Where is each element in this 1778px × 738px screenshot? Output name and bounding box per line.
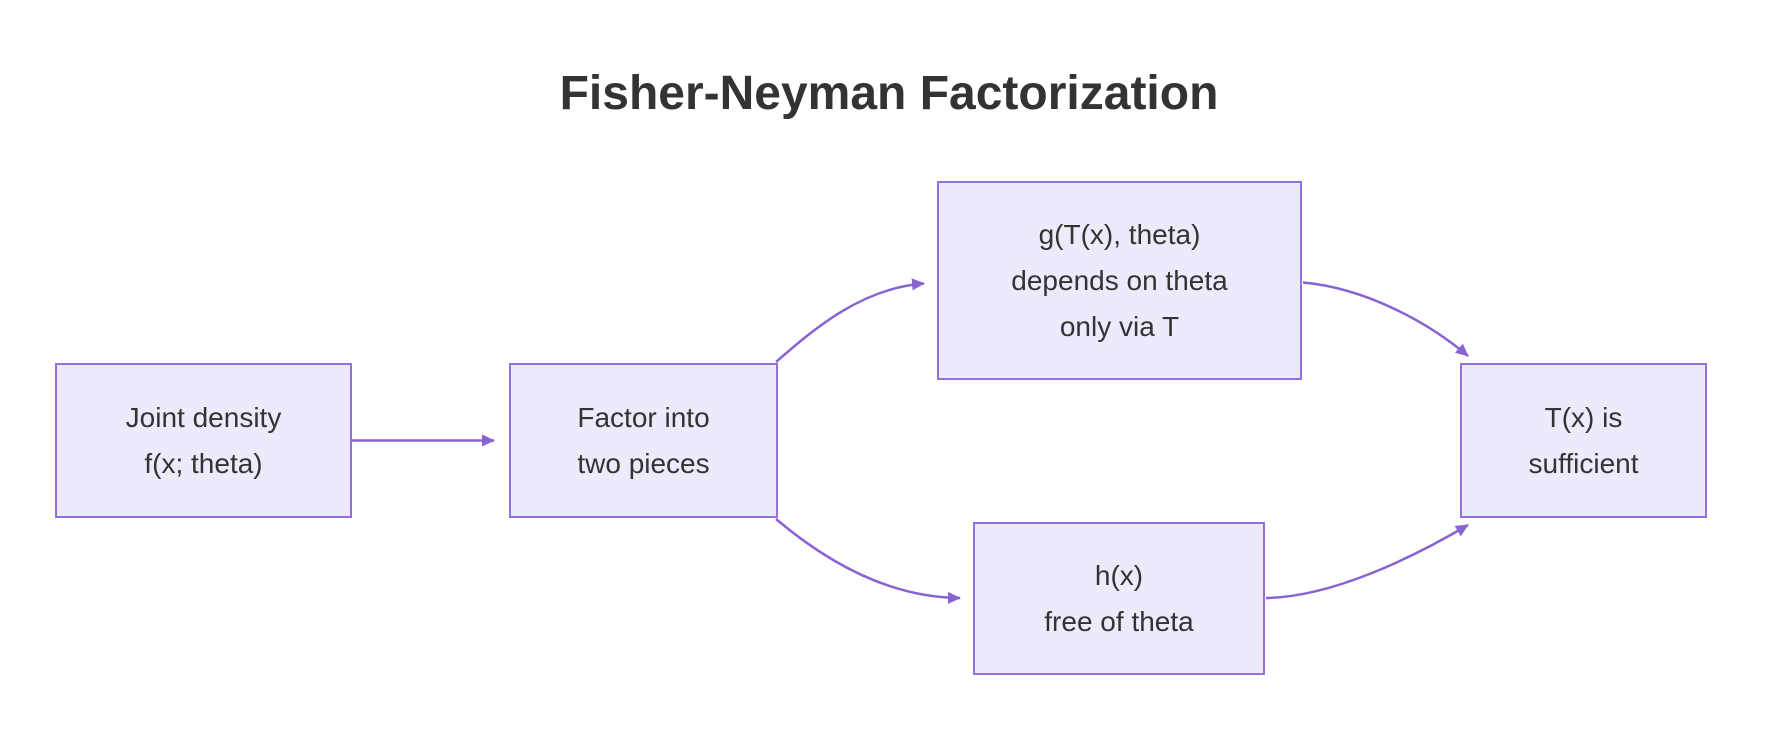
node-t-sufficient: T(x) is sufficient <box>1460 363 1707 518</box>
node-joint-density: Joint density f(x; theta) <box>55 363 352 518</box>
node-label-line: sufficient <box>1528 447 1639 479</box>
edge-factor-to-g <box>775 278 925 363</box>
node-label-line: T(x) is <box>1544 401 1623 433</box>
node-label-line: g(T(x), theta) <box>1038 218 1201 250</box>
node-label-line: h(x) <box>1094 559 1144 591</box>
node-label-line: Joint density <box>125 401 282 433</box>
node-factor-into-two-pieces: Factor into two pieces <box>509 363 778 518</box>
node-label-line: f(x; theta) <box>144 447 263 479</box>
node-label-line: two pieces <box>577 447 710 479</box>
node-h-component: h(x) free of theta <box>973 522 1265 675</box>
edge-factor-to-h <box>775 518 961 604</box>
diagram-title: Fisher-Neyman Factorization <box>559 67 1219 120</box>
edge-h-to-sufficient <box>1265 523 1469 600</box>
node-label-line: Factor into <box>577 401 710 433</box>
node-label-line: only via T <box>1059 310 1180 342</box>
node-g-component: g(T(x), theta) depends on theta only via… <box>937 181 1302 380</box>
edge-g-to-sufficient <box>1302 281 1469 357</box>
node-label-line: free of theta <box>1044 605 1194 637</box>
node-label-line: depends on theta <box>1011 264 1228 296</box>
